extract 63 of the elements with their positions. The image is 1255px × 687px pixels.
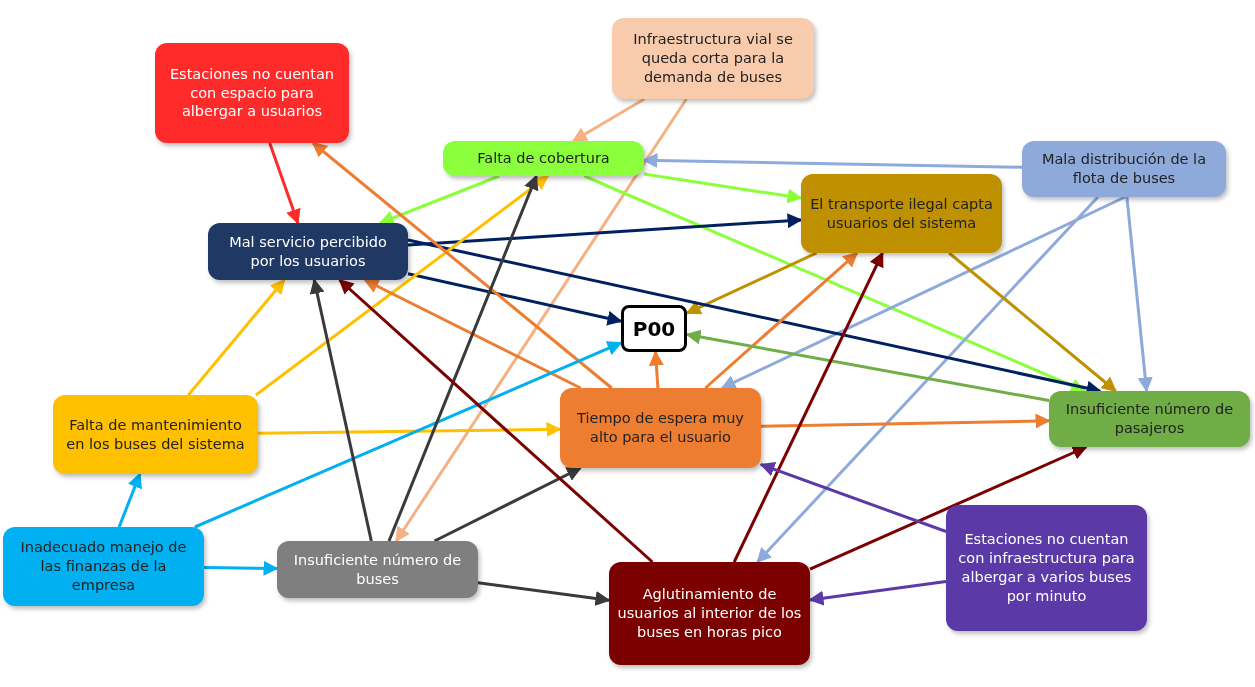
- node-text: El transporte ilegal capta usuarios del sistema: [809, 194, 994, 233]
- arrow: [394, 98, 688, 543]
- node-text: P00: [632, 315, 676, 342]
- arrow: [194, 341, 623, 529]
- node-text: Insuficiente número de buses: [292, 550, 463, 589]
- arrow: [309, 278, 373, 542]
- arrow: [268, 142, 301, 225]
- arrow: [258, 421, 562, 437]
- arrow: [338, 278, 654, 564]
- arrow: [642, 153, 1023, 169]
- arrow: [117, 472, 142, 528]
- arrow: [363, 278, 582, 390]
- node-text: Tiempo de espera muy alto para el usuario: [576, 409, 745, 447]
- arrow: [477, 581, 611, 606]
- arrow: [407, 213, 803, 247]
- cause-box: [3, 527, 204, 606]
- arrow: [704, 251, 859, 390]
- node-text: Estaciones no cuentan con infraestructura para albergar a varios buses por minuto: [957, 530, 1136, 606]
- arrow: [433, 466, 582, 543]
- arrow: [685, 251, 818, 315]
- cause-box: [53, 395, 258, 474]
- cause-box: [277, 541, 478, 598]
- cause-box: [801, 174, 1002, 253]
- node-text: Insuficiente número de pasajeros: [1064, 400, 1235, 438]
- node-text: Aglutinamiento de usuarios al interior de los buses en horas pico: [617, 585, 802, 642]
- node-text: Mala distribución de la flota de buses: [1040, 150, 1208, 188]
- node-text: Inadecuado manejo de las finanzas de la empresa: [19, 538, 188, 595]
- arrow: [759, 462, 947, 533]
- arrow: [1125, 196, 1153, 393]
- node-text: Infraestructura vial se queda corta para la demanda de buses: [632, 30, 794, 87]
- arrow: [685, 329, 1050, 403]
- cause-box: [1022, 141, 1226, 197]
- arrow: [571, 97, 646, 143]
- arrow: [387, 174, 539, 542]
- cause-box: [946, 505, 1147, 631]
- cause-box: [443, 141, 644, 176]
- arrow: [732, 251, 884, 563]
- arrow: [311, 141, 613, 390]
- arrow: [204, 560, 279, 576]
- cause-box: [208, 223, 408, 280]
- arrow: [378, 174, 500, 225]
- arrow: [808, 580, 947, 606]
- arrow: [643, 172, 803, 204]
- arrow: [407, 272, 623, 326]
- cause-box: [612, 18, 814, 99]
- arrow: [760, 413, 1051, 429]
- arrow: [948, 251, 1117, 393]
- node-text: Estaciones no cuentan con espacio para albergar a usuarios: [168, 64, 336, 122]
- problem-box: [621, 305, 687, 352]
- arrow: [255, 174, 550, 397]
- cause-box: [1049, 391, 1250, 447]
- cause-box: [560, 388, 761, 468]
- node-text: Falta de mantenimiento en los buses del sistema: [65, 415, 246, 454]
- cause-box: [609, 562, 810, 665]
- cause-box: [155, 43, 349, 143]
- arrow: [187, 278, 286, 396]
- arrow: [648, 350, 664, 389]
- node-text: Mal servicio percibido por los usuarios: [228, 232, 388, 271]
- node-text: Falta de cobertura: [477, 149, 610, 168]
- arrow: [720, 195, 1126, 390]
- arrow: [809, 445, 1088, 571]
- arrow: [583, 174, 1086, 393]
- arrow: [756, 195, 1099, 564]
